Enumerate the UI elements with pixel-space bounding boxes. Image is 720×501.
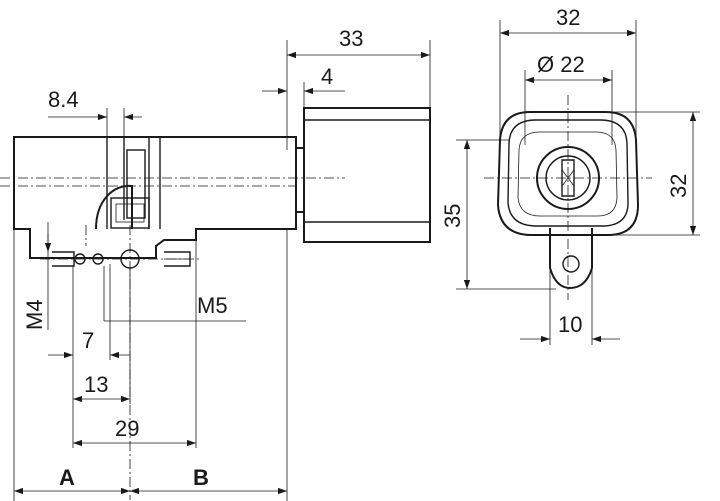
dim-label-29: 29 <box>115 416 139 441</box>
front-view: 32 Ø 22 35 32 10 <box>440 5 700 345</box>
cam-front-hole <box>562 255 580 273</box>
dim-label-13: 13 <box>84 372 108 397</box>
knob-front-inner-2 <box>517 131 618 217</box>
cam-block <box>110 197 150 229</box>
dim-label-cam-10: 10 <box>558 312 582 337</box>
dim-label-7: 7 <box>82 328 94 353</box>
dim-label-width-32: 32 <box>556 5 580 30</box>
knob-outline <box>303 107 431 243</box>
knob-neck <box>295 147 305 213</box>
dim-label-m5: M5 <box>197 293 228 318</box>
dim-label-dia-22: Ø 22 <box>537 52 585 77</box>
cam-front <box>549 228 593 290</box>
dim-label-8-4: 8.4 <box>48 87 79 112</box>
dim-label-height-32: 32 <box>666 174 691 198</box>
cam-slot <box>126 149 146 219</box>
dim-label-m4: M4 <box>22 299 47 330</box>
keyway-detail <box>561 169 575 187</box>
dim-label-height-35: 35 <box>440 204 465 228</box>
dim-label-33: 33 <box>339 26 363 51</box>
knob-front-inner <box>507 119 629 227</box>
cylinder-body-outline <box>13 136 297 259</box>
dim-label-b: B <box>193 465 209 490</box>
thread-m4-pin <box>52 251 75 267</box>
cam-block-inner <box>115 203 145 223</box>
keyway <box>561 159 575 197</box>
side-view: 33 4 8.4 M4 M5 7 13 29 A B <box>0 26 431 501</box>
dim-label-4: 4 <box>321 64 333 89</box>
dim-label-a: A <box>59 465 75 490</box>
